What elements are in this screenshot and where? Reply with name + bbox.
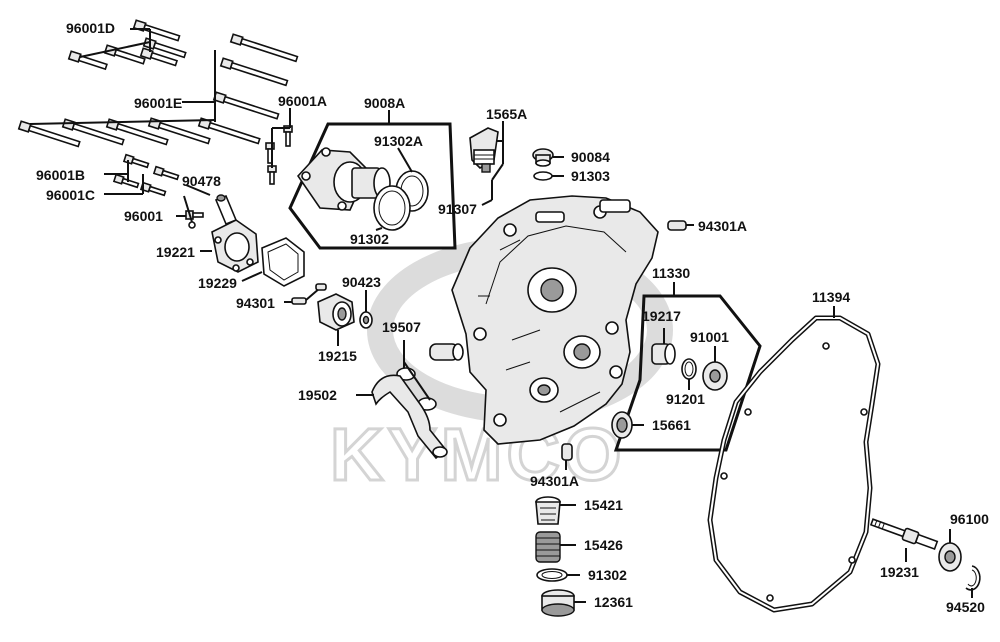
dowel-94301A-top [667, 220, 694, 231]
label-19217: 19217 [642, 308, 681, 324]
hose-19502 [356, 374, 448, 460]
circlip-91201 [681, 358, 697, 390]
sensor-1565A [469, 121, 504, 206]
label-94301A-top: 94301A [698, 218, 747, 234]
box-9008A [288, 110, 457, 250]
label-96100: 96100 [950, 511, 989, 527]
label-94520: 94520 [946, 599, 985, 615]
box-11330 [613, 282, 762, 452]
label-90084: 90084 [571, 149, 610, 165]
pump-flange-part [296, 147, 391, 211]
label-15426: 15426 [584, 537, 623, 553]
label-91303: 91303 [571, 168, 610, 184]
oring-91302-bottom [536, 568, 580, 582]
circlip-94520 [965, 565, 981, 598]
washer-90423 [359, 290, 373, 329]
shaft-19231 [869, 518, 939, 562]
label-19507: 19507 [382, 319, 421, 335]
label-15421: 15421 [584, 497, 623, 513]
water-pump-cover-19221 [183, 184, 259, 273]
drain-plug-12361 [541, 589, 586, 617]
label-11330: 11330 [652, 265, 690, 281]
bolt-group-96001E [17, 33, 299, 148]
label-11394: 11394 [812, 289, 850, 305]
label-90478: 90478 [182, 173, 221, 189]
gasket-11394 [707, 306, 881, 613]
spring-15426 [535, 531, 576, 563]
impeller-19215 [317, 293, 355, 346]
label-96001D: 96001D [66, 20, 115, 36]
label-91302A: 91302A [374, 133, 423, 149]
label-15661: 15661 [652, 417, 691, 433]
part-labels: 96001D 96001E 96001A 96001B 96001C 96001… [36, 20, 989, 615]
label-96001B: 96001B [36, 167, 85, 183]
label-9008A: 9008A [364, 95, 405, 111]
label-12361: 12361 [594, 594, 633, 610]
bearing-91001 [702, 346, 728, 391]
gasket-19229 [241, 237, 305, 287]
label-96001: 96001 [124, 208, 163, 224]
label-90423: 90423 [342, 274, 381, 290]
oring-91302 [373, 185, 411, 231]
coupling-pipe [429, 343, 464, 361]
label-96001A: 96001A [278, 93, 327, 109]
filter-15421 [535, 496, 576, 525]
label-91001: 91001 [690, 329, 729, 345]
label-96001C: 96001C [46, 187, 95, 203]
washer-91303 [533, 171, 564, 181]
oil-seal-19217 [651, 328, 676, 365]
label-19502: 19502 [298, 387, 337, 403]
bolt-group-96001D [67, 19, 187, 71]
label-94301: 94301 [236, 295, 275, 311]
dowel-94301 [284, 283, 327, 305]
label-19215: 19215 [318, 348, 357, 364]
bolt-group-96001B-96001C [104, 153, 180, 197]
label-19221: 19221 [156, 244, 195, 260]
label-19231: 19231 [880, 564, 919, 580]
label-19229: 19229 [198, 275, 237, 291]
crankcase-cover-11330 [451, 195, 659, 445]
label-94301A-bottom: 94301A [530, 473, 579, 489]
bearing-96100 [938, 529, 962, 572]
label-96001E: 96001E [134, 95, 182, 111]
plug-90084 [532, 148, 564, 167]
label-91307: 91307 [438, 201, 477, 217]
dowel-94301A-bottom [561, 443, 573, 470]
label-91302-top: 91302 [350, 231, 389, 247]
oil-seal-15661 [611, 411, 644, 439]
label-91201: 91201 [666, 391, 705, 407]
svg-text:KYMCO: KYMCO [330, 413, 625, 496]
label-1565A: 1565A [486, 106, 527, 122]
label-91302-bottom: 91302 [588, 567, 627, 583]
bolt-group-96001A [265, 108, 293, 185]
